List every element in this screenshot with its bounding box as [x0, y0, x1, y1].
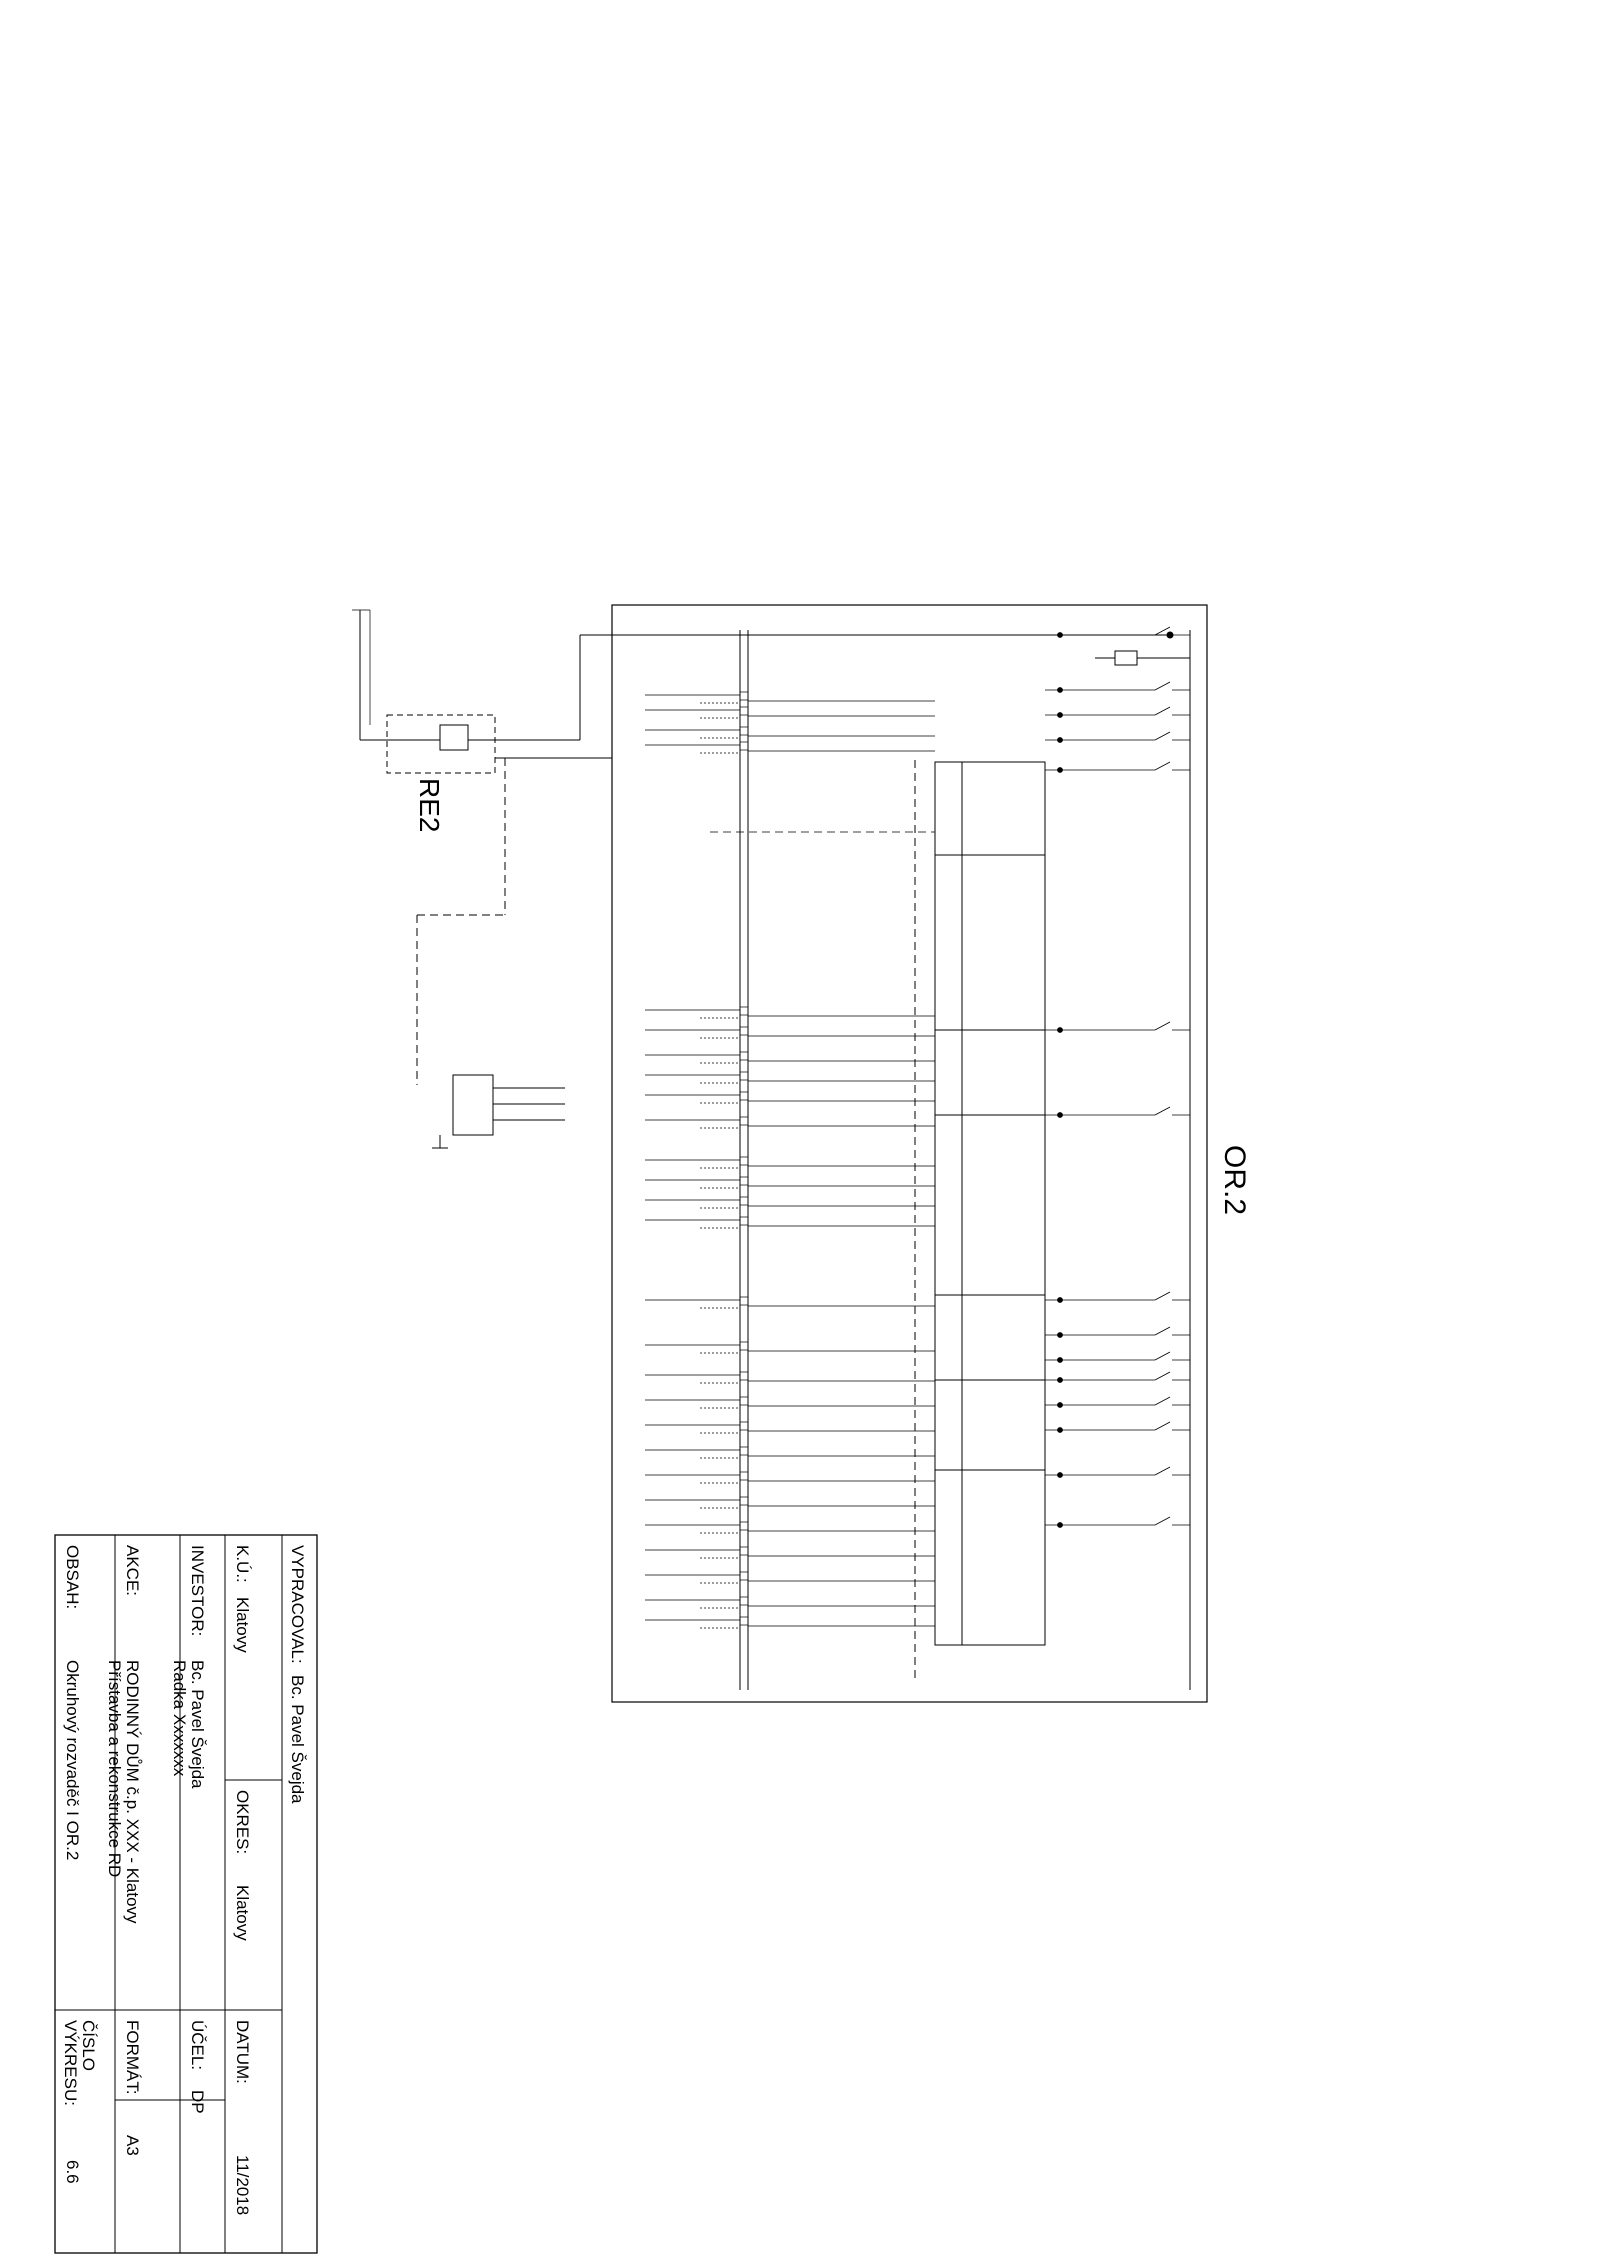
akce-value-2: Přístavba a rekonstrukce RD: [105, 1660, 124, 1877]
terminal: [739, 1156, 749, 1166]
cislo-vykresu-label-2: VÝKRESU:: [61, 2020, 80, 2106]
terminal: [739, 1296, 749, 1306]
breaker-contact: [1154, 1466, 1171, 1476]
main-feed: [495, 631, 1190, 741]
breaker-contact: [1154, 706, 1171, 716]
format-label: FORMÁT:: [123, 2020, 142, 2095]
terminal: [739, 1446, 749, 1456]
breaker-contact: [1154, 731, 1171, 741]
module-box: [934, 1114, 1046, 1296]
okres-label: OKRES:: [233, 1790, 252, 1854]
junction-dot: [1057, 1472, 1063, 1478]
junction-dot: [1057, 1297, 1063, 1303]
datum-value: 11/2018: [233, 2155, 252, 2215]
breaker-contact: [1154, 1371, 1171, 1381]
ucel-value: DP: [188, 2090, 207, 2114]
investor-label: INVESTOR:: [188, 1545, 207, 1636]
breaker-contact: [1154, 1421, 1171, 1431]
breaker-contact: [1154, 1351, 1171, 1361]
terminal: [739, 1341, 749, 1351]
panel-frame: [611, 604, 1208, 1703]
terminal: [739, 1496, 749, 1506]
panel-label-re2: RE2: [414, 778, 445, 832]
modules: [934, 761, 1046, 1646]
terminal: [739, 1196, 749, 1206]
format-value: A3: [123, 2135, 142, 2156]
main-panel-or2: [352, 604, 1208, 1703]
junction-dot: [1057, 1522, 1063, 1528]
obsah-value: Okruhový rozvaděč I OR.2: [63, 1660, 82, 1860]
junction-dot: [1057, 1427, 1063, 1433]
module-box: [934, 1469, 1046, 1646]
junction-dot: [1057, 687, 1063, 693]
terminal: [739, 1371, 749, 1381]
terminal: [739, 1471, 749, 1481]
ucel-label: ÚČEL:: [188, 2020, 207, 2070]
module-box: [934, 761, 1046, 856]
terminal: [739, 1616, 749, 1626]
terminal: [739, 1521, 749, 1531]
panel-label-or2: OR.2: [1218, 1145, 1251, 1215]
vypracoval-label: VYPRACOVAL:: [288, 1545, 307, 1664]
junction-dot: [1057, 737, 1063, 743]
datum-label: DATUM:: [233, 2020, 252, 2084]
module-box: [934, 1294, 1046, 1381]
investor-value-2: Radka Xxxxxxx: [170, 1660, 189, 1777]
breaker-contact: [1154, 1021, 1171, 1031]
junction-dot: [1057, 767, 1063, 773]
terminal: [739, 1596, 749, 1606]
terminal: [739, 726, 749, 736]
ku-value: Klatovy: [233, 1597, 252, 1653]
terminal: [739, 1091, 749, 1101]
terminal: [739, 1006, 749, 1016]
breakers: [1045, 626, 1190, 1528]
junction-dot: [1057, 1027, 1063, 1033]
breaker-contact: [1154, 626, 1171, 636]
terminal: [739, 691, 749, 701]
title-block: VYPRACOVAL: Bc. Pavel Švejda K.Ú.: Klato…: [54, 1534, 318, 2254]
ku-label: K.Ú.:: [233, 1545, 252, 1583]
terminal: [739, 1546, 749, 1556]
cislo-vykresu-label-1: ČÍSLO: [79, 2020, 98, 2071]
breaker-contact: [1154, 681, 1171, 691]
vypracoval-value: Bc. Pavel Švejda: [288, 1675, 307, 1804]
sub-panel-re2: [359, 610, 612, 1149]
okres-value: Klatovy: [233, 1885, 252, 1941]
cislo-vykresu-value: 6.6: [63, 2160, 82, 2184]
terminal: [739, 1116, 749, 1126]
breaker-contact: [1154, 761, 1171, 771]
terminal: [739, 1421, 749, 1431]
junction-dot: [1057, 1112, 1063, 1118]
module-box: [934, 1029, 1046, 1116]
circuit-rows: [352, 609, 935, 1629]
terminal: [739, 1051, 749, 1061]
junction-dot: [1057, 1357, 1063, 1363]
junction-dot: [1057, 1332, 1063, 1338]
breaker-contact: [1154, 1106, 1171, 1116]
terminal: [739, 741, 749, 751]
akce-value-1: RODINNÝ DŮM č.p. XXX - Klatovy: [123, 1660, 142, 1924]
terminal: [739, 1216, 749, 1226]
junction-dot: [1057, 1377, 1063, 1383]
junction-dot: [1057, 1402, 1063, 1408]
terminal: [739, 1176, 749, 1186]
breaker-contact: [1154, 1396, 1171, 1406]
obsah-label: OBSAH:: [63, 1545, 82, 1609]
module-box: [934, 1379, 1046, 1471]
akce-label: AKCE:: [123, 1545, 142, 1596]
breaker-contact: [1154, 1516, 1171, 1526]
breaker-contact: [1154, 1291, 1171, 1301]
terminal: [739, 706, 749, 716]
terminal: [739, 1571, 749, 1581]
breaker-contact: [1154, 1326, 1171, 1336]
junction-dot: [1057, 712, 1063, 718]
investor-value-1: Bc. Pavel Švejda: [188, 1660, 207, 1789]
terminal: [739, 1026, 749, 1036]
terminal: [739, 1071, 749, 1081]
module-box: [934, 854, 1046, 1031]
terminal: [739, 1396, 749, 1406]
